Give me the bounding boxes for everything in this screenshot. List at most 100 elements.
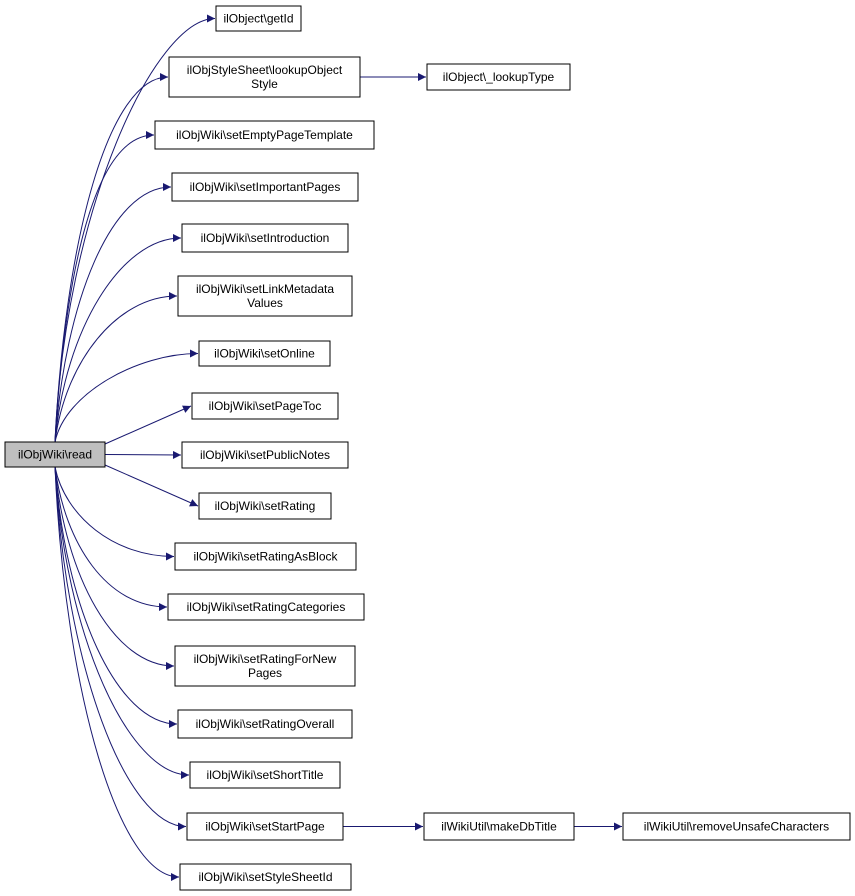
node-box [181, 441, 349, 469]
node-root[interactable]: ilObjWiki\read [4, 441, 106, 468]
edge-root-to-set-important-pages [54, 183, 172, 443]
edge-root-to-set-introduction [54, 234, 182, 443]
edge-line [54, 73, 169, 443]
edge-line [54, 466, 175, 561]
edge-line [54, 466, 190, 779]
node-set-important-pages[interactable]: ilObjWiki\setImportantPages [171, 172, 359, 202]
node-label: ilObjWiki\setStyleSheetId [198, 870, 332, 884]
node-box [198, 492, 332, 520]
edge-line [104, 464, 199, 507]
node-set-rating-categories[interactable]: ilObjWiki\setRatingCategories [167, 593, 365, 621]
node-box [154, 120, 375, 150]
edge-root-to-set-rating [104, 464, 199, 507]
node-label: Pages [248, 666, 282, 680]
node-label: ilObjWiki\setIntroduction [201, 231, 330, 245]
node-label: ilObject\getId [223, 12, 293, 26]
edge-root-to-set-rating-as-block [54, 466, 175, 561]
node-box [179, 863, 352, 891]
node-set-short-title[interactable]: ilObjWiki\setShortTitle [189, 761, 341, 789]
node-set-empty-page-template[interactable]: ilObjWiki\setEmptyPageTemplate [154, 120, 375, 150]
edge-line [54, 349, 199, 443]
edge-line [54, 14, 216, 443]
node-label: ilObject\_lookupType [443, 70, 555, 84]
node-set-page-toc[interactable]: ilObjWiki\setPageToc [191, 392, 339, 420]
edge-line [104, 405, 192, 445]
node-label: ilObjWiki\setPublicNotes [200, 448, 330, 462]
node-label: ilObjWiki\setLinkMetadata [196, 282, 334, 296]
node-set-style-sheet-id[interactable]: ilObjWiki\setStyleSheetId [179, 863, 352, 891]
edge-root-to-set-public-notes [104, 450, 182, 459]
edge-line [54, 292, 178, 443]
edge-line [54, 183, 172, 443]
node-box [198, 340, 331, 367]
edge-root-to-set-page-toc [104, 405, 192, 445]
node-box [423, 812, 575, 841]
edge-line [54, 466, 178, 728]
nodes-layer: ilObjWiki\read ilObject\getId ilObjStyleSh… [4, 5, 851, 891]
node-label: ilObjWiki\setImportantPages [190, 180, 341, 194]
edges-layer [54, 14, 622, 881]
node-make-db-title[interactable]: ilWikiUtil\makeDbTitle [423, 812, 575, 841]
edge-root-to-set-empty-page-template [54, 131, 155, 443]
node-label: ilObjWiki\read [18, 448, 92, 462]
node-set-rating-as-block[interactable]: ilObjWiki\setRatingAsBlock [174, 542, 357, 571]
node-set-start-page[interactable]: ilObjWiki\setStartPage [186, 812, 344, 841]
node-label: Style [251, 77, 278, 91]
node-label: ilObjWiki\setShortTitle [207, 768, 324, 782]
edge-line [54, 131, 155, 443]
edge-line [54, 466, 168, 611]
edge-root-to-set-rating-overall [54, 466, 178, 728]
edge-root-to-set-start-page [54, 466, 187, 831]
node-set-rating-overall[interactable]: ilObjWiki\setRatingOverall [177, 709, 353, 739]
node-box [622, 812, 851, 841]
node-get-id[interactable]: ilObject\getId [215, 5, 302, 32]
node-box [426, 63, 571, 91]
node-label: ilObjWiki\setStartPage [205, 820, 325, 834]
edge-root-to-set-online [54, 349, 199, 443]
node-label: ilWikiUtil\makeDbTitle [441, 820, 557, 834]
edge-root-to-set-rating-for-new-pages [54, 466, 175, 670]
node-label: ilObjWiki\setRatingAsBlock [193, 550, 338, 564]
node-box [191, 392, 339, 420]
node-box [4, 441, 106, 468]
node-lookup-type[interactable]: ilObject\_lookupType [426, 63, 571, 91]
node-label: ilObjWiki\setRatingOverall [196, 717, 335, 731]
node-label: ilObjWiki\setRating [215, 499, 316, 513]
node-label: ilObjWiki\setPageToc [209, 399, 322, 413]
edge-line [104, 450, 182, 459]
node-box [215, 5, 302, 32]
edge-root-to-set-rating-categories [54, 466, 168, 611]
node-box [186, 812, 344, 841]
node-box [177, 275, 353, 317]
node-box [189, 761, 341, 789]
edge-root-to-get-id [54, 14, 216, 443]
node-set-public-notes[interactable]: ilObjWiki\setPublicNotes [181, 441, 349, 469]
node-label: ilObjWiki\setRatingCategories [187, 600, 346, 614]
node-remove-unsafe-characters[interactable]: ilWikiUtil\removeUnsafeCharacters [622, 812, 851, 841]
node-label: ilWikiUtil\removeUnsafeCharacters [644, 820, 829, 834]
edge-root-to-set-style-sheet-id [54, 466, 180, 881]
node-label: ilObjStyleSheet\lookupObject [187, 63, 343, 77]
edge-root-to-set-short-title [54, 466, 190, 779]
node-box [168, 56, 361, 98]
node-box [181, 223, 349, 253]
node-box [171, 172, 359, 202]
node-box [177, 709, 353, 739]
node-set-introduction[interactable]: ilObjWiki\setIntroduction [181, 223, 349, 253]
edge-root-to-lookup-object-style [54, 73, 169, 443]
node-set-rating[interactable]: ilObjWiki\setRating [198, 492, 332, 520]
edge-root-to-set-link-metadata-values [54, 292, 178, 443]
node-label: ilObjWiki\setEmptyPageTemplate [176, 128, 353, 142]
edge-line [54, 234, 182, 443]
node-box [174, 645, 356, 687]
node-label: ilObjWiki\setRatingForNew [194, 652, 337, 666]
edge-line [54, 466, 180, 881]
node-label: ilObjWiki\setOnline [214, 347, 315, 361]
node-box [174, 542, 357, 571]
node-set-online[interactable]: ilObjWiki\setOnline [198, 340, 331, 367]
node-label: Values [247, 296, 283, 310]
